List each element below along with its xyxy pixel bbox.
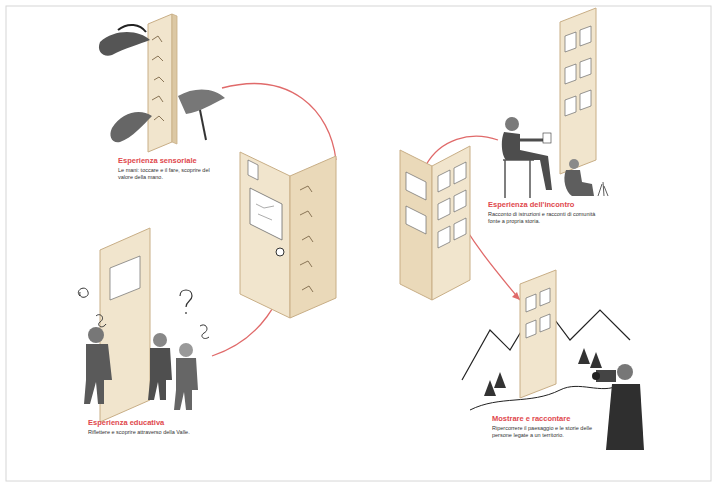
experience-heading: Esperienza dell'incontro bbox=[488, 200, 604, 209]
leader-arrowhead bbox=[512, 292, 520, 300]
window bbox=[526, 294, 536, 312]
child-figure bbox=[174, 358, 198, 410]
finger bbox=[118, 25, 146, 32]
encounter-vignette bbox=[502, 8, 608, 198]
experience-caption: Esperienza dell'incontroRacconto di istr… bbox=[488, 200, 604, 225]
panel-texture bbox=[300, 186, 313, 292]
child-figure bbox=[148, 348, 172, 400]
tree bbox=[590, 352, 602, 368]
window bbox=[438, 170, 450, 192]
frame bbox=[6, 6, 711, 481]
child-figure bbox=[84, 344, 112, 404]
wood-panel bbox=[520, 270, 556, 398]
person-head bbox=[505, 117, 519, 131]
wood-panel bbox=[100, 228, 150, 422]
window bbox=[580, 58, 591, 78]
person-head bbox=[617, 364, 633, 380]
squiggle bbox=[200, 325, 209, 339]
hand bbox=[99, 32, 150, 56]
education-vignette bbox=[78, 228, 209, 422]
experience-description: Ripercorrere il paesaggio e le storie de… bbox=[492, 425, 596, 439]
book bbox=[543, 133, 551, 143]
trees bbox=[484, 348, 602, 396]
tool bbox=[200, 110, 206, 140]
experience-caption: Esperienza educativaRiflettere e scoprir… bbox=[88, 418, 200, 436]
question-mark bbox=[180, 290, 192, 314]
squiggle bbox=[96, 315, 106, 327]
experience-heading: Esperienza sensoriale bbox=[118, 156, 222, 165]
wood-panel bbox=[432, 146, 470, 300]
window bbox=[406, 206, 426, 234]
window-grid bbox=[565, 26, 591, 116]
window bbox=[580, 26, 591, 46]
window bbox=[454, 218, 466, 240]
window bbox=[540, 288, 550, 306]
hand bbox=[178, 89, 225, 114]
hand bbox=[110, 112, 152, 142]
child-head bbox=[153, 333, 167, 347]
seated-child bbox=[564, 170, 594, 196]
window bbox=[580, 90, 591, 110]
experience-description: Riflettere e scoprire attraverso della V… bbox=[88, 429, 200, 436]
camera-lens bbox=[592, 372, 600, 380]
window bbox=[526, 320, 536, 338]
sketch bbox=[256, 204, 274, 220]
chair bbox=[503, 160, 534, 198]
child-head bbox=[179, 343, 193, 357]
storytelling-vignette bbox=[462, 270, 644, 450]
experience-caption: Mostrare e raccontareRipercorrere il pae… bbox=[492, 414, 596, 439]
child-head bbox=[569, 159, 579, 169]
window bbox=[438, 226, 450, 248]
window-grid bbox=[406, 162, 466, 248]
experience-heading: Mostrare e raccontare bbox=[492, 414, 596, 423]
wood-panel bbox=[560, 8, 596, 174]
central-panel-right bbox=[400, 146, 470, 300]
picture-frame bbox=[248, 160, 258, 180]
wood-panel bbox=[290, 156, 336, 318]
panel-texture bbox=[152, 36, 164, 121]
wood-panel bbox=[148, 14, 172, 152]
child-head bbox=[88, 327, 104, 343]
tree bbox=[578, 348, 590, 364]
window bbox=[406, 172, 426, 200]
leader-curves bbox=[212, 84, 520, 356]
seated-person bbox=[502, 132, 552, 190]
window bbox=[565, 64, 576, 84]
wood-panel bbox=[400, 150, 432, 300]
wood-panel bbox=[240, 152, 290, 318]
picture-frame bbox=[250, 188, 282, 240]
photographer bbox=[606, 384, 644, 450]
window bbox=[565, 96, 576, 116]
picture-frame bbox=[110, 256, 140, 300]
knob bbox=[276, 248, 284, 256]
experience-description: Racconto di istruzioni e racconti di com… bbox=[488, 211, 604, 225]
window bbox=[540, 314, 550, 332]
window bbox=[438, 198, 450, 220]
leader-curve bbox=[222, 84, 336, 160]
squiggle bbox=[78, 288, 88, 297]
window bbox=[565, 32, 576, 52]
tree bbox=[494, 372, 506, 388]
window bbox=[454, 190, 466, 212]
experience-description: Le mani: toccare e il fare, scoprire del… bbox=[118, 167, 222, 181]
experience-heading: Esperienza educativa bbox=[88, 418, 200, 427]
central-panel-left bbox=[240, 152, 336, 318]
sensory-vignette bbox=[99, 14, 225, 152]
experience-caption: Esperienza sensoriale Le mani: toccare e … bbox=[118, 156, 222, 181]
panel-edge bbox=[172, 14, 177, 144]
window-grid bbox=[526, 288, 550, 338]
arm bbox=[520, 139, 545, 142]
grass bbox=[598, 182, 608, 196]
window bbox=[454, 162, 466, 184]
